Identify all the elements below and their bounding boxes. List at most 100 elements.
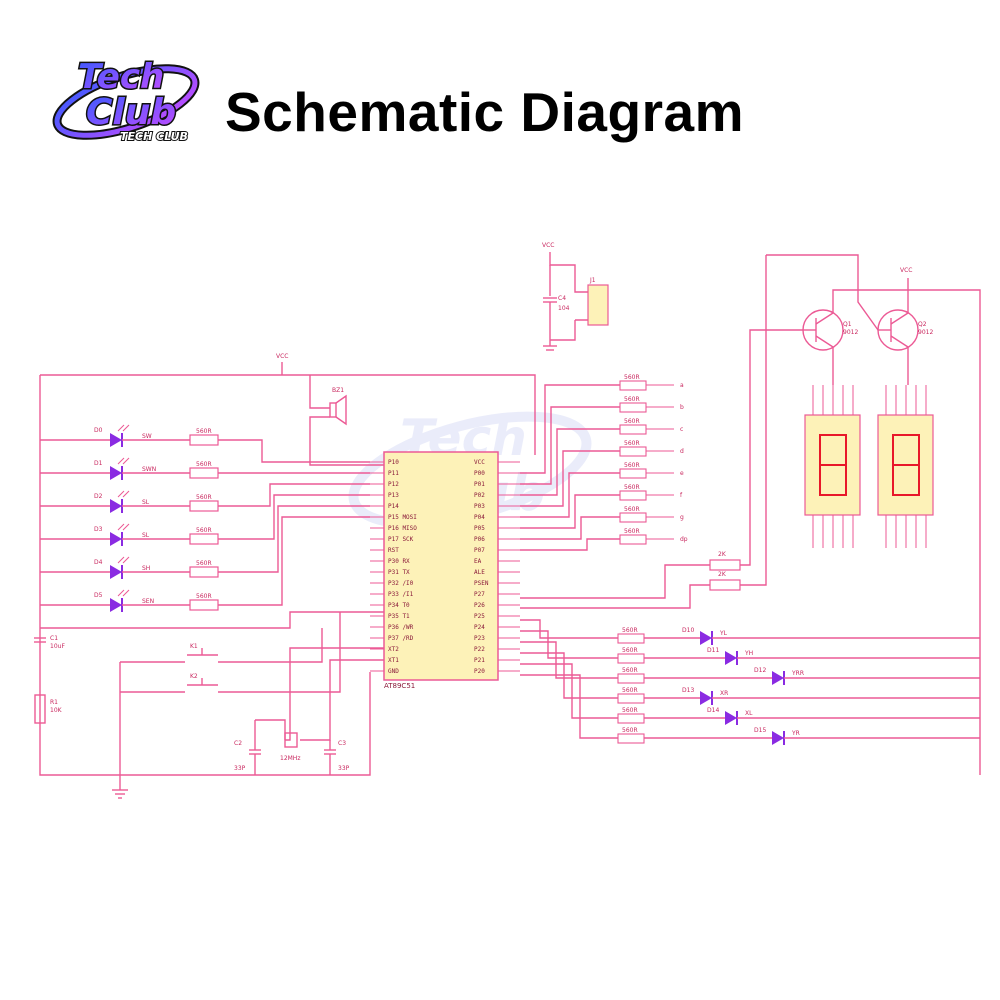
svg-text:560R: 560R bbox=[624, 506, 640, 513]
chip-right-pin-label: P03 bbox=[474, 503, 485, 510]
svg-text:D0: D0 bbox=[94, 427, 103, 434]
svg-text:C2: C2 bbox=[234, 740, 242, 747]
svg-text:C4: C4 bbox=[558, 295, 566, 302]
svg-text:560R: 560R bbox=[624, 484, 640, 491]
svg-text:560R: 560R bbox=[196, 494, 212, 501]
switch-k1: K1 bbox=[120, 628, 323, 663]
svg-text:Q2: Q2 bbox=[918, 321, 927, 328]
chip-right-pin-label: P25 bbox=[474, 613, 485, 620]
segment-resistor: 560R c bbox=[520, 418, 683, 496]
seven-segment-digit-2 bbox=[877, 385, 934, 548]
chip-left-pin-label: RST bbox=[388, 547, 399, 554]
chip-left-pin-label: P11 bbox=[388, 470, 399, 477]
chip-left-pin-label: P36 /WR bbox=[388, 624, 414, 631]
chip-right-pin-label: P24 bbox=[474, 624, 485, 631]
svg-text:VCC: VCC bbox=[542, 242, 554, 249]
chip-left-pin-label: P12 bbox=[388, 481, 399, 488]
svg-text:560R: 560R bbox=[196, 560, 212, 567]
svg-text:D4: D4 bbox=[94, 559, 103, 566]
svg-text:D12: D12 bbox=[754, 667, 766, 674]
svg-text:104: 104 bbox=[558, 305, 570, 312]
chip-left-pin-label: P13 bbox=[388, 492, 399, 499]
chip-left-pin-label: P15 MOSI bbox=[388, 514, 417, 521]
svg-text:560R: 560R bbox=[624, 440, 640, 447]
reset-circuit: C1 10uF R1 10K bbox=[34, 611, 384, 724]
chip-left-pin-label: P34 T0 bbox=[388, 602, 410, 609]
segment-resistor: 560R b bbox=[520, 396, 684, 485]
svg-text:D15: D15 bbox=[754, 727, 766, 734]
svg-text:2K: 2K bbox=[718, 571, 727, 578]
svg-text:560R: 560R bbox=[622, 647, 638, 654]
transistor-q1: Q1 9012 bbox=[802, 309, 858, 351]
svg-text:YH: YH bbox=[744, 650, 753, 657]
svg-text:SEN: SEN bbox=[142, 598, 154, 605]
buzzer: BZ1 bbox=[309, 375, 384, 466]
svg-text:560R: 560R bbox=[622, 627, 638, 634]
svg-text:D3: D3 bbox=[94, 526, 103, 533]
svg-text:YR: YR bbox=[791, 730, 800, 737]
led-d13: 560R D13 XR bbox=[520, 652, 980, 705]
svg-text:BZ1: BZ1 bbox=[332, 387, 344, 394]
chip-left-pin-label: P14 bbox=[388, 503, 399, 510]
chip-right-pin-label: PSEN bbox=[474, 580, 489, 587]
svg-text:2K: 2K bbox=[718, 551, 727, 558]
svg-text:VCC: VCC bbox=[900, 267, 912, 274]
chip-right-pin-label: P07 bbox=[474, 547, 485, 554]
chip-left-pin-label: P32 /I0 bbox=[388, 580, 414, 587]
chip-right-pin-label: P00 bbox=[474, 470, 485, 477]
segment-resistor: 560R e bbox=[520, 462, 684, 518]
base-resistor-2: 2K bbox=[520, 571, 741, 609]
svg-text:C1: C1 bbox=[50, 635, 58, 642]
svg-text:b: b bbox=[680, 404, 684, 411]
chip-left-pin-label: P16 MISO bbox=[388, 525, 417, 532]
svg-text:f: f bbox=[680, 492, 683, 499]
svg-text:D5: D5 bbox=[94, 592, 103, 599]
page-title: Schematic Diagram bbox=[225, 81, 744, 143]
chip-left-pin-label: P35 T1 bbox=[388, 613, 410, 620]
svg-text:D1: D1 bbox=[94, 460, 103, 467]
svg-text:560R: 560R bbox=[196, 461, 212, 468]
svg-text:SH: SH bbox=[142, 565, 150, 572]
chip-right-pin-label: P02 bbox=[474, 492, 485, 499]
chip-right-pin-label: ALE bbox=[474, 569, 485, 576]
svg-text:560R: 560R bbox=[622, 707, 638, 714]
svg-text:c: c bbox=[680, 426, 683, 433]
chip-left-pin-label: P30 RX bbox=[388, 558, 410, 565]
svg-text:560R: 560R bbox=[622, 727, 638, 734]
svg-text:560R: 560R bbox=[622, 687, 638, 694]
microcontroller-chip bbox=[383, 451, 499, 681]
svg-text:9012: 9012 bbox=[843, 329, 858, 336]
svg-text:D2: D2 bbox=[94, 493, 103, 500]
svg-text:SL: SL bbox=[142, 532, 150, 539]
svg-text:YL: YL bbox=[719, 630, 728, 637]
svg-text:Q1: Q1 bbox=[843, 321, 852, 328]
svg-text:SW: SW bbox=[142, 433, 152, 440]
chip-right-pin-label: P23 bbox=[474, 635, 485, 642]
chip-left-pin-label: XT2 bbox=[388, 646, 399, 653]
chip-left-pin-label: P17 SCK bbox=[388, 536, 414, 543]
svg-text:33P: 33P bbox=[338, 765, 350, 772]
svg-text:R1: R1 bbox=[50, 699, 58, 706]
svg-text:D13: D13 bbox=[682, 687, 694, 694]
svg-text:e: e bbox=[680, 470, 684, 477]
ground-symbol bbox=[112, 789, 128, 799]
svg-text:Club: Club bbox=[86, 92, 176, 133]
svg-text:Tech: Tech bbox=[78, 57, 164, 97]
svg-text:560R: 560R bbox=[624, 418, 640, 425]
svg-text:560R: 560R bbox=[196, 527, 212, 534]
chip-right-pin-label: P06 bbox=[474, 536, 485, 543]
decoupling-capacitor: VCC C4 104 J1 bbox=[542, 242, 609, 351]
svg-text:560R: 560R bbox=[624, 396, 640, 403]
svg-text:d: d bbox=[680, 448, 684, 455]
svg-text:XR: XR bbox=[720, 690, 728, 697]
svg-text:YRR: YRR bbox=[791, 670, 804, 677]
svg-text:560R: 560R bbox=[624, 374, 640, 381]
svg-text:C3: C3 bbox=[338, 740, 346, 747]
chip-right-pin-label: P22 bbox=[474, 646, 485, 653]
